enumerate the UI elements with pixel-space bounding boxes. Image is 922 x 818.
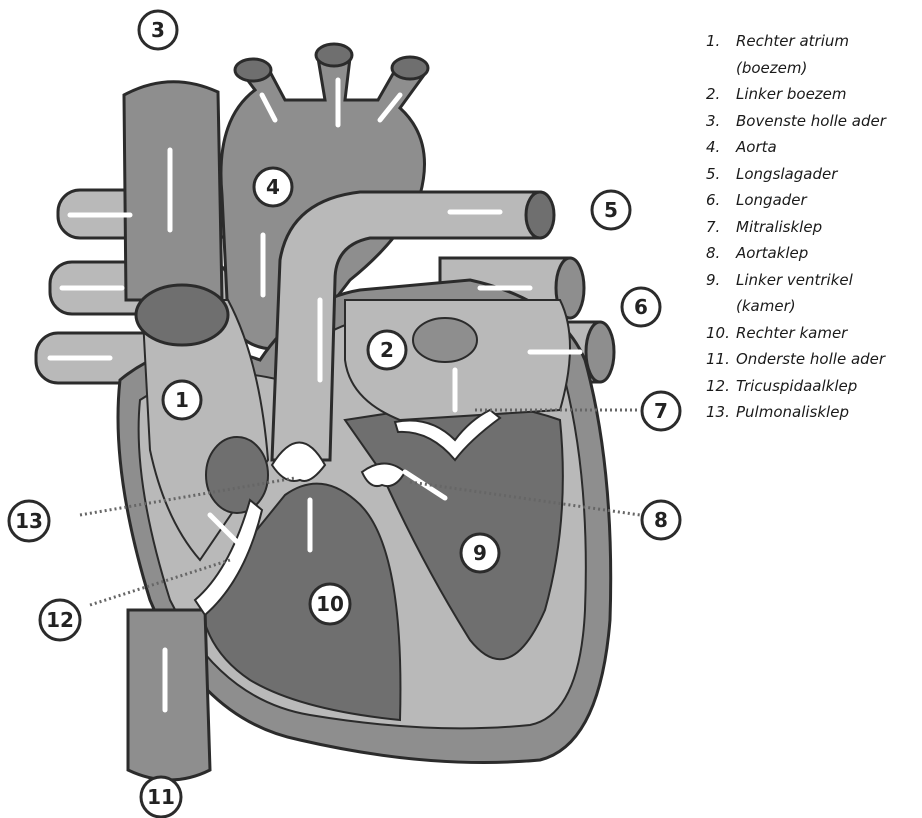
legend-item-9-cont: (kamer)	[706, 293, 922, 320]
legend-item-6: 6.Longader	[706, 187, 922, 214]
legend-number	[706, 55, 736, 82]
superior-vena-cava	[124, 82, 222, 300]
badge-12: 12	[40, 600, 80, 640]
legend-text: (kamer)	[736, 293, 922, 320]
badge-2: 2	[368, 331, 406, 369]
legend-item-3: 3.Bovenste holle ader	[706, 108, 922, 135]
legend-number: 7.	[706, 214, 736, 241]
legend-item-9: 9.Linker ventrikel	[706, 267, 922, 294]
legend-text: Rechter atrium	[736, 28, 922, 55]
legend-number: 3.	[706, 108, 736, 135]
badge-6: 6	[622, 288, 660, 326]
svg-text:6: 6	[634, 295, 648, 319]
legend-number: 4.	[706, 134, 736, 161]
legend-item-7: 7.Mitralisklep	[706, 214, 922, 241]
svg-text:5: 5	[604, 198, 618, 222]
badge-5: 5	[592, 191, 630, 229]
badge-4: 4	[254, 168, 292, 206]
legend-number: 9.	[706, 267, 736, 294]
legend-number: 2.	[706, 81, 736, 108]
legend-text: Tricuspidaalklep	[736, 373, 922, 400]
badge-7: 7	[642, 392, 680, 430]
inferior-vena-cava	[128, 610, 210, 780]
badge-8: 8	[642, 501, 680, 539]
heart-diagram: 1 2 3 4 5 6 7 8 9 10 11 12 13	[0, 0, 700, 818]
legend-number: 13.	[706, 399, 736, 426]
legend-item-10: 10.Rechter kamer	[706, 320, 922, 347]
legend-number: 10.	[706, 320, 736, 347]
legend-text: Pulmonalisklep	[736, 399, 922, 426]
svg-text:3: 3	[151, 18, 165, 42]
coronary-sinus	[206, 437, 268, 513]
pulmonary-artery-opening	[526, 192, 554, 238]
legend-text: Linker ventrikel	[736, 267, 922, 294]
legend-text: Aorta	[736, 134, 922, 161]
svg-text:12: 12	[46, 608, 74, 632]
svg-text:11: 11	[147, 785, 175, 809]
badge-11: 11	[141, 777, 181, 817]
legend-text: Rechter kamer	[736, 320, 922, 347]
svg-text:8: 8	[654, 508, 668, 532]
legend-number: 11.	[706, 346, 736, 373]
badge-1: 1	[163, 381, 201, 419]
badge-3: 3	[139, 11, 177, 49]
legend-number	[706, 293, 736, 320]
legend-number: 6.	[706, 187, 736, 214]
legend-item-2: 2.Linker boezem	[706, 81, 922, 108]
pulmonary-vein-opening	[413, 318, 477, 362]
svg-text:13: 13	[15, 509, 43, 533]
legend-item-11: 11.Onderste holle ader	[706, 346, 922, 373]
legend-number: 5.	[706, 161, 736, 188]
legend-text: Bovenste holle ader	[736, 108, 922, 135]
legend-item-8: 8.Aortaklep	[706, 240, 922, 267]
svg-text:7: 7	[654, 399, 668, 423]
legend-text: Linker boezem	[736, 81, 922, 108]
svg-text:4: 4	[266, 175, 280, 199]
legend-text: Mitralisklep	[736, 214, 922, 241]
badge-13: 13	[9, 501, 49, 541]
legend-text: (boezem)	[736, 55, 922, 82]
svg-text:1: 1	[175, 388, 189, 412]
legend-number: 12.	[706, 373, 736, 400]
legend-text: Onderste holle ader	[736, 346, 922, 373]
legend-number: 8.	[706, 240, 736, 267]
legend-item-4: 4.Aorta	[706, 134, 922, 161]
legend-text: Longader	[736, 187, 922, 214]
vena-cava-opening	[136, 285, 228, 345]
legend-item-13: 13.Pulmonalisklep	[706, 399, 922, 426]
badge-10: 10	[310, 584, 350, 624]
svg-text:10: 10	[316, 592, 344, 616]
svg-text:9: 9	[473, 541, 487, 565]
svg-text:2: 2	[380, 338, 394, 362]
legend-item-1-cont: (boezem)	[706, 55, 922, 82]
badge-9: 9	[461, 534, 499, 572]
legend-text: Aortaklep	[736, 240, 922, 267]
legend-text: Longslagader	[736, 161, 922, 188]
legend-item-12: 12.Tricuspidaalklep	[706, 373, 922, 400]
legend-item-5: 5.Longslagader	[706, 161, 922, 188]
legend-number: 1.	[706, 28, 736, 55]
legend-item-1: 1.Rechter atrium	[706, 28, 922, 55]
